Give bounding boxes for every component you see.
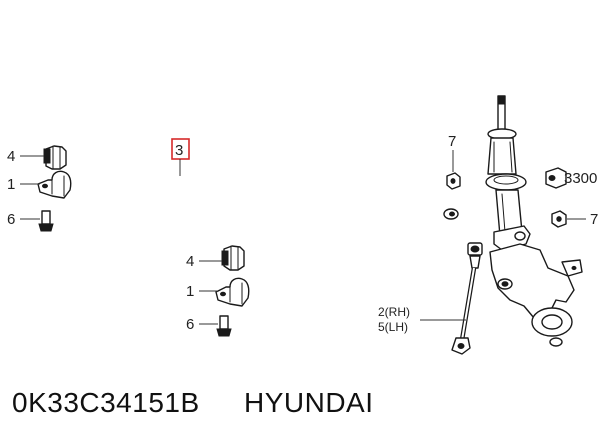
- part-number: 0K33C34151B: [12, 387, 200, 418]
- lower-bolt-label: 6: [186, 316, 194, 333]
- lower-clamp-callout[interactable]: 1: [186, 283, 218, 300]
- top-nut-callout[interactable]: 7: [448, 133, 456, 172]
- top-nut-label: 7: [448, 133, 456, 150]
- brand-name: HYUNDAI: [244, 387, 374, 418]
- upper-bushing-callout[interactable]: 4: [7, 148, 44, 165]
- bar-callout[interactable]: 3: [171, 138, 190, 176]
- stabilizer-bar: [14, 7, 459, 271]
- lower-bolt-callout[interactable]: 6: [186, 316, 218, 333]
- upper-clamp: [37, 170, 72, 199]
- upper-bolt-label: 6: [7, 211, 15, 228]
- lower-bushing-callout[interactable]: 4: [186, 253, 222, 270]
- upper-clamp-callout[interactable]: 1: [7, 176, 40, 193]
- top-nut: [446, 172, 461, 190]
- link-callout[interactable]: 2(RH) 5(LH): [378, 305, 466, 334]
- lower-bushing-label: 4: [186, 253, 194, 270]
- upper-bushing-label: 4: [7, 148, 15, 165]
- strut-part-callout[interactable]: 3300: [564, 170, 597, 187]
- lower-bolt: [216, 315, 232, 337]
- lower-bushing: [221, 245, 245, 271]
- strut-assembly: [485, 95, 583, 347]
- strut-nut-callout[interactable]: 7: [567, 211, 598, 228]
- link-rh-label: 2(RH): [378, 305, 410, 319]
- strut-nut: [551, 210, 567, 228]
- caption: 0K33C34151B HYUNDAI: [12, 387, 374, 418]
- stabilizer-link: [451, 242, 483, 355]
- upper-bolt: [38, 210, 54, 232]
- upper-clamp-label: 1: [7, 176, 15, 193]
- bar-callout-label: 3: [175, 142, 183, 159]
- strut-nut-label: 7: [590, 211, 598, 228]
- strut-part-label: 3300: [564, 170, 597, 187]
- strut-part-3300: [545, 167, 567, 189]
- link-lh-label: 5(LH): [378, 320, 408, 334]
- upper-bolt-callout[interactable]: 6: [7, 211, 40, 228]
- lower-clamp-label: 1: [186, 283, 194, 300]
- lower-clamp: [215, 277, 250, 307]
- upper-bushing: [43, 145, 67, 170]
